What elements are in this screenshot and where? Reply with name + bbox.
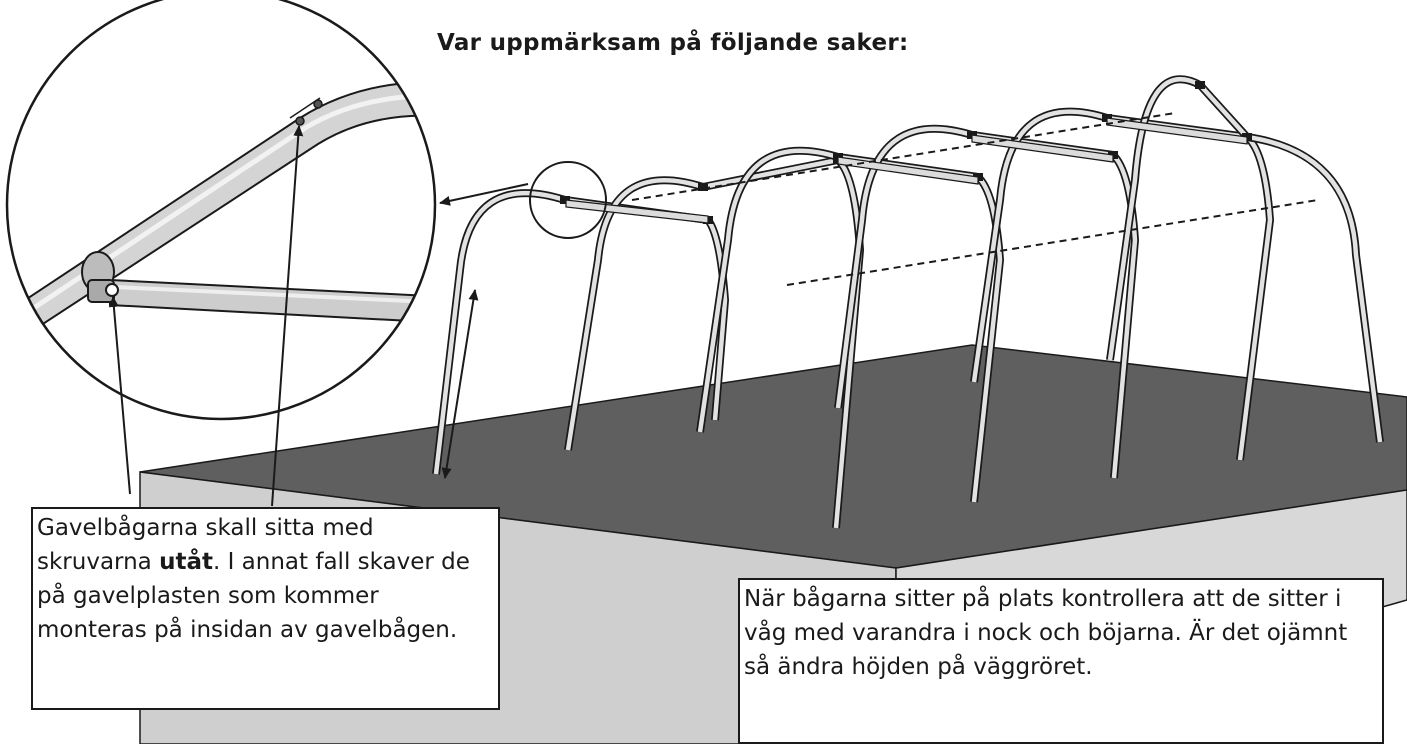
note-box-alignment: När bågarna sitter på plats kontrollera …	[738, 578, 1384, 744]
note-text: Gavelbågarna skall sitta med skruvarna	[37, 515, 381, 575]
arch-frames	[432, 75, 1384, 529]
alignment-line-bend	[786, 199, 1319, 286]
clamp-fitting	[560, 196, 570, 204]
arch-tube	[971, 109, 1273, 461]
purlin-bar	[971, 134, 1114, 163]
purlin-bar	[1106, 117, 1248, 145]
page-heading: Var uppmärksam på följande saker:	[437, 30, 909, 56]
callout-arrows	[108, 125, 529, 507]
purlins	[565, 117, 1248, 224]
purlin-bar	[837, 156, 979, 185]
arch-tube	[565, 157, 863, 529]
clamp-fitting	[698, 183, 708, 191]
alignment-lines	[631, 112, 1319, 286]
purlin-bar	[565, 199, 709, 224]
alignment-line-ridge	[631, 112, 1176, 201]
note-text: . I annat fall skaver de på gavelplasten…	[37, 549, 478, 643]
note-box-screws: Gavelbågarna skall sitta med skruvarna u…	[31, 507, 500, 710]
zoom-screw	[295, 116, 305, 126]
arrow-zoom-pointer	[439, 183, 529, 206]
clamp-fitting	[1195, 81, 1205, 89]
arrow-height-indicator	[441, 289, 479, 479]
zoom-bolt	[105, 283, 119, 297]
arrow-bolt-pointer	[108, 296, 131, 495]
arrow-screw-pointer	[271, 125, 304, 507]
note-text-bold: utåt	[159, 549, 213, 575]
note-text: När bågarna sitter på plats kontrollera …	[744, 586, 1355, 680]
detail-marker-circle	[529, 161, 607, 239]
zoom-detail-circle	[5, 0, 437, 421]
